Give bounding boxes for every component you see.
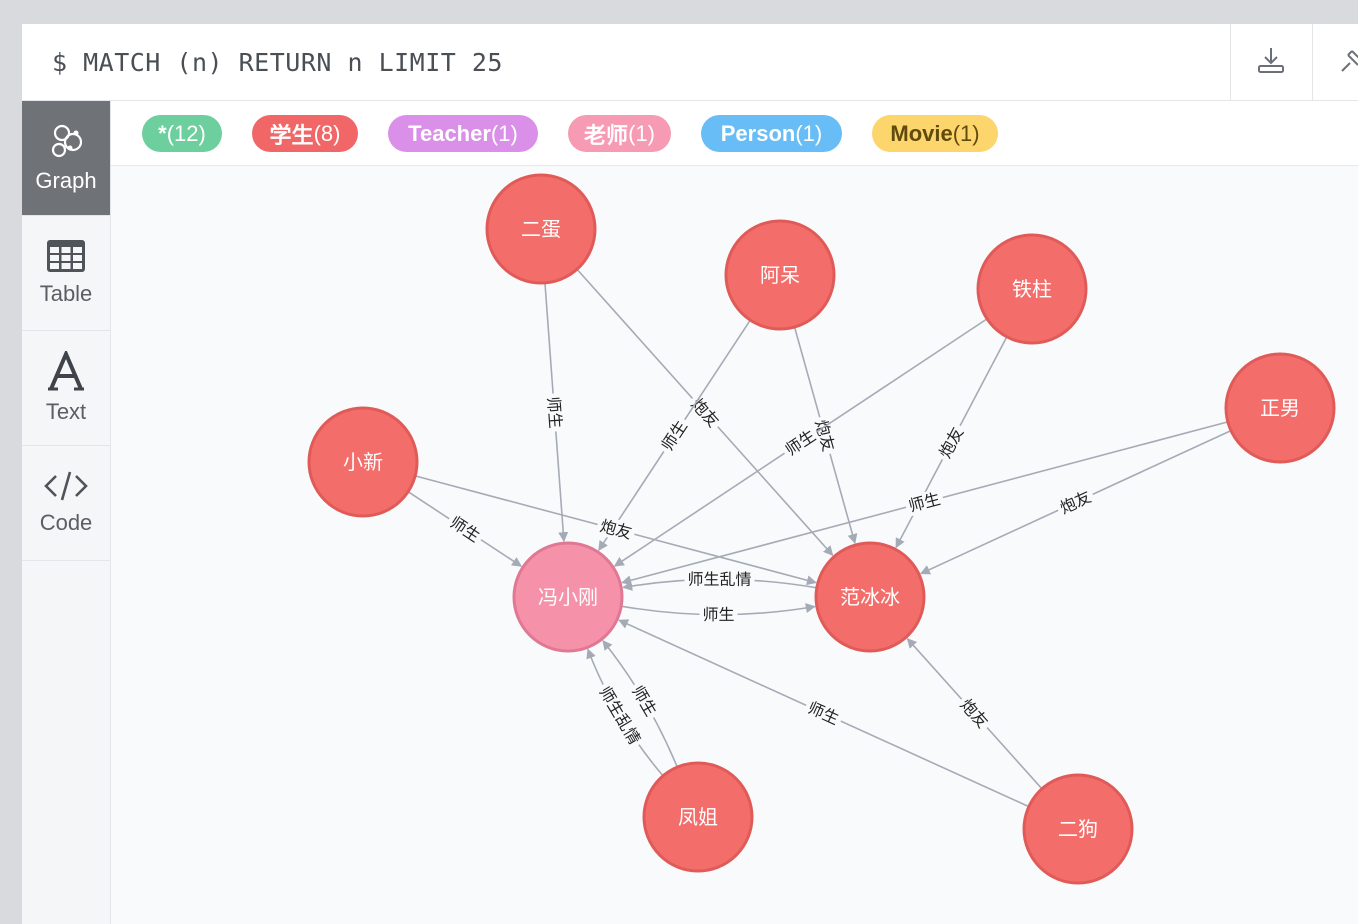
relationship-label: 炮友 [595, 514, 637, 544]
label-pill-person[interactable]: Person(1) [701, 115, 842, 152]
graph-icon [48, 122, 84, 164]
relationship-label: 炮友 [933, 421, 969, 465]
node-circle[interactable] [814, 541, 926, 653]
node-circle[interactable] [976, 233, 1088, 345]
app-frame: $ MATCH (n) RETURN n LIMIT 25 [22, 24, 1358, 924]
graph-node-xiaoxin[interactable]: 小新 [307, 406, 419, 518]
node-label: 小新 [343, 450, 383, 474]
table-icon [46, 239, 86, 277]
node-label: 二蛋 [521, 217, 561, 241]
query-text[interactable]: $ MATCH (n) RETURN n LIMIT 25 [52, 48, 503, 77]
label-pill-student[interactable]: 学生(8) [252, 115, 358, 152]
node-circle[interactable] [1224, 352, 1336, 464]
graph-node-ergou[interactable]: 二狗 [1022, 773, 1134, 885]
sidebar-label-graph: Graph [35, 168, 97, 193]
pin-button[interactable] [1312, 24, 1358, 100]
graph-node-fanbingbing[interactable]: 范冰冰 [814, 541, 926, 653]
graph-node-tiezhu[interactable]: 铁柱 [976, 233, 1088, 345]
download-icon [1256, 45, 1286, 79]
node-label: 范冰冰 [840, 585, 900, 609]
relationship-label: 炮友 [1054, 485, 1097, 520]
query-bar: $ MATCH (n) RETURN n LIMIT 25 [22, 24, 1358, 101]
download-button[interactable] [1230, 24, 1311, 100]
label-pill-movie[interactable]: Movie(1) [872, 115, 998, 152]
sidebar-item-table[interactable]: Table [22, 216, 110, 331]
node-label: 二狗 [1058, 817, 1098, 841]
view-sidebar: Graph Table [22, 101, 111, 924]
sidebar-item-text[interactable]: Text [22, 331, 110, 446]
relationship-label-text: 师生 [544, 396, 565, 429]
sidebar-item-code[interactable]: Code [22, 446, 110, 561]
node-circle[interactable] [512, 541, 624, 653]
relationship-label: 师生 [699, 604, 738, 625]
sidebar-label-text: Text [45, 399, 87, 424]
sidebar-label-table: Table [39, 281, 93, 306]
relationship-label: 师生 [543, 392, 566, 433]
node-label: 凤姐 [678, 805, 718, 829]
relationship-label-text: 师生 [907, 489, 943, 516]
relationship-label: 师生乱情 [684, 569, 755, 590]
node-label: 冯小刚 [538, 585, 598, 609]
sidebar-item-graph[interactable]: Graph [22, 101, 110, 216]
node-label: 阿呆 [760, 263, 800, 287]
pin-icon [1338, 45, 1358, 79]
label-bar: *(12) 学生(8) Teacher(1) 老师(1) Person(1) M… [111, 101, 1358, 166]
code-icon [43, 470, 89, 506]
node-label: 正男 [1260, 396, 1300, 420]
node-circle[interactable] [642, 761, 754, 873]
edge-layer: 师生炮友师生炮友师生炮友师生炮友师生炮友师生乱情师生师生乱情师生师生炮友 [407, 268, 1232, 808]
node-circle[interactable] [724, 219, 836, 331]
label-pill-laoshi[interactable]: 老师(1) [568, 115, 671, 152]
relationship-label: 师生 [655, 414, 694, 457]
result-panel: *(12) 学生(8) Teacher(1) 老师(1) Person(1) M… [111, 101, 1358, 924]
relationship-label: 师生 [443, 510, 487, 549]
node-circle[interactable] [485, 173, 597, 285]
graph-node-adai[interactable]: 阿呆 [724, 219, 836, 331]
node-label: 铁柱 [1012, 277, 1052, 301]
relationship-label-text: 师生 [702, 605, 734, 624]
relationship-label: 师生 [903, 487, 946, 517]
sidebar-label-code: Code [39, 510, 93, 535]
node-layer: 二蛋阿呆铁柱正男小新冯小刚 范冰冰凤姐二狗 [307, 173, 1336, 885]
text-icon [46, 348, 86, 395]
node-circle[interactable] [307, 406, 419, 518]
graph-canvas[interactable]: 师生炮友师生炮友师生炮友师生炮友师生炮友师生乱情师生师生乱情师生师生炮友 二蛋阿… [111, 165, 1358, 924]
relationship-label-text: 炮友 [598, 516, 634, 543]
graph-node-zhengnan[interactable]: 正男 [1224, 352, 1336, 464]
relationship-label: 师生 [802, 696, 845, 731]
graph-node-fengjie[interactable]: 凤姐 [642, 761, 754, 873]
label-pill-teacher[interactable]: Teacher(1) [388, 115, 538, 152]
label-pill-all[interactable]: *(12) [142, 115, 222, 152]
node-circle[interactable] [1022, 773, 1134, 885]
relationship-label-text: 师生乱情 [687, 570, 751, 589]
graph-node-erdan[interactable]: 二蛋 [485, 173, 597, 285]
graph-node-fengxiaogang[interactable]: 冯小刚 [512, 541, 624, 653]
